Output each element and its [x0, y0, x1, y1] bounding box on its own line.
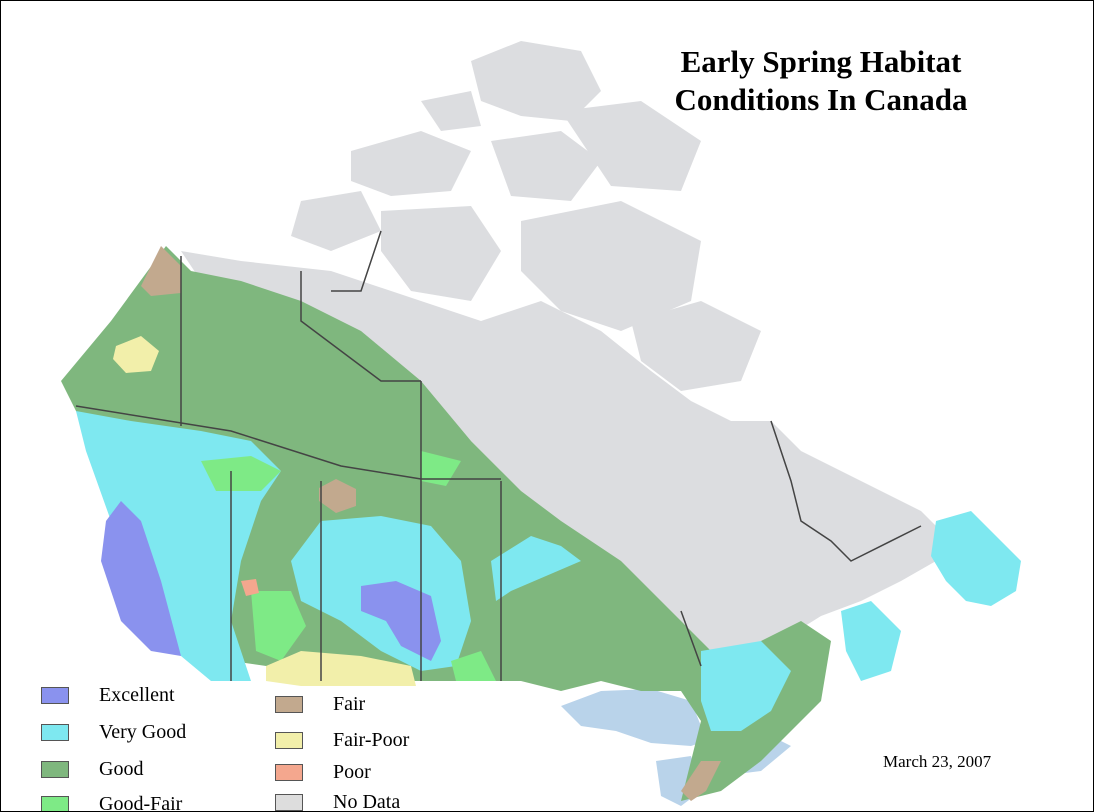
region-excellent: [101, 501, 441, 661]
legend-item-poor: Poor: [275, 759, 371, 785]
legend-label: Fair: [333, 692, 366, 715]
legend-item-fair-poor: Fair-Poor: [275, 727, 409, 753]
legend-swatch-good: [41, 760, 69, 778]
legend-label: Poor: [333, 760, 371, 783]
legend-label: Excellent: [99, 683, 175, 706]
legend-item-good: Good: [41, 756, 143, 782]
legend-label: Very Good: [99, 720, 187, 743]
region-very-good-central: [491, 536, 581, 601]
legend-swatch-fair: [275, 695, 303, 713]
legend-label: Good-Fair: [99, 792, 183, 812]
legend-item-excellent: Excellent: [41, 682, 175, 708]
legend-label: Good: [99, 757, 144, 780]
title-line-2: Conditions In Canada: [674, 82, 968, 117]
region-poor: [241, 579, 259, 596]
legend-swatch-good-fair: [41, 795, 69, 811]
legend-swatch-poor: [275, 763, 303, 781]
legend-swatch-very-good: [41, 723, 69, 741]
region-good: [61, 246, 831, 801]
map-date: March 23, 2007: [883, 752, 992, 771]
arctic-islands: [291, 41, 761, 391]
legend-item-good-fair: Good-Fair: [41, 791, 183, 812]
legend-swatch-fair-poor: [275, 731, 303, 749]
title-line-1: Early Spring Habitat: [680, 44, 962, 79]
region-very-good-east: [701, 601, 901, 731]
legend-label: No Data: [333, 790, 401, 812]
legend-item-fair: Fair: [275, 691, 365, 717]
legend-item-very-good: Very Good: [41, 719, 186, 745]
region-fair-poor: [113, 336, 416, 686]
region-fair: [141, 246, 721, 801]
legend-item-no-data: No Data: [275, 789, 401, 812]
legend-swatch-excellent: [41, 686, 69, 704]
newfoundland: [931, 511, 1021, 606]
provincial-borders: [75, 230, 922, 681]
great-lakes: [561, 689, 791, 806]
legend-swatch-no-data: [275, 793, 303, 811]
region-good-fair: [201, 451, 496, 681]
map-title: Early Spring Habitat Conditions In Canad…: [611, 43, 1031, 119]
legend-label: Fair-Poor: [333, 728, 410, 751]
